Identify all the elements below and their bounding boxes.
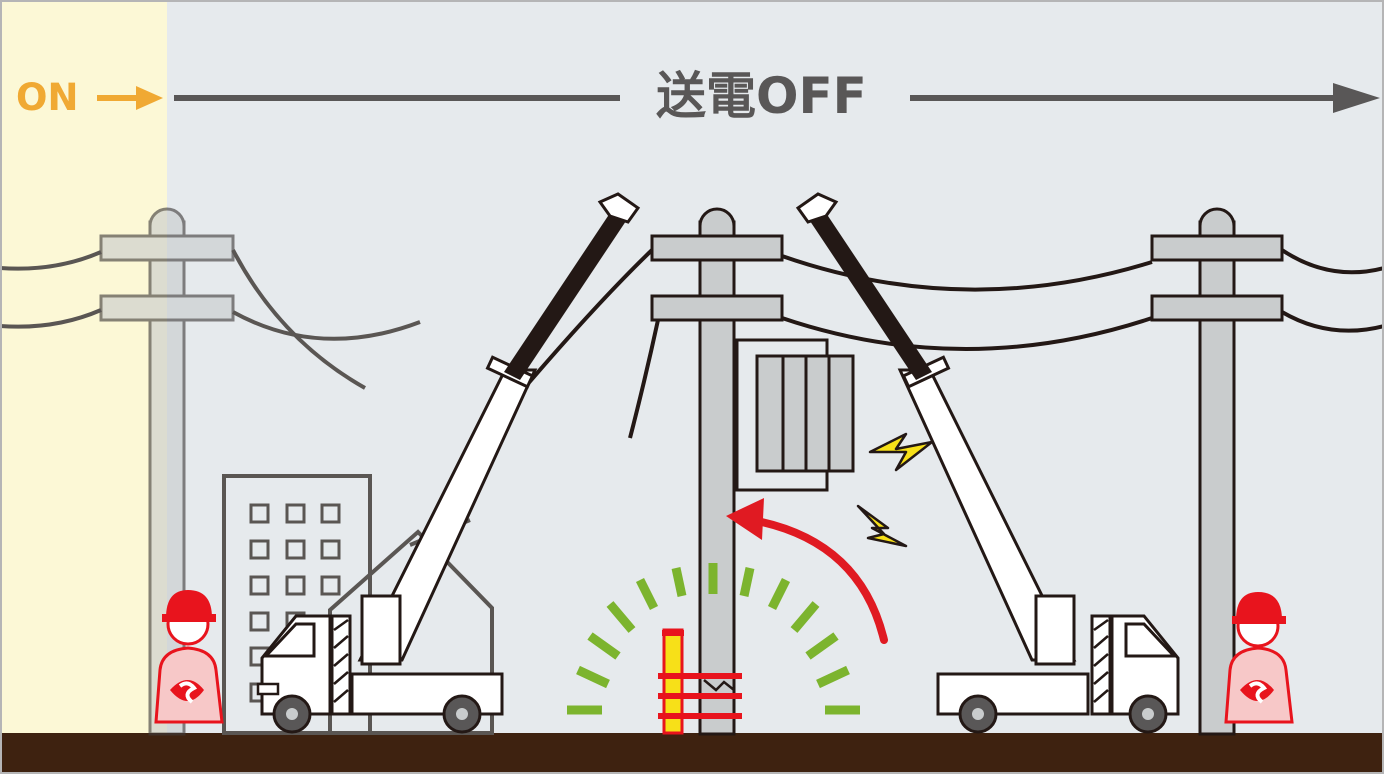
pole-center xyxy=(650,207,784,736)
power-lines-left xyxy=(0,249,421,390)
off-label: 送電OFF xyxy=(656,67,867,125)
ground xyxy=(0,733,1384,774)
bucket-truck-left xyxy=(256,192,641,734)
power-lines-off xyxy=(524,248,1384,439)
worker-helmet-icon xyxy=(154,590,224,724)
pole-crack xyxy=(703,679,735,692)
building xyxy=(222,474,372,735)
on-zone-background xyxy=(0,0,167,740)
bucket-truck-right xyxy=(795,192,1180,734)
pole-right xyxy=(1150,207,1284,736)
pole-left xyxy=(99,207,235,736)
transformer xyxy=(735,338,855,492)
sweep-dashes xyxy=(567,563,860,715)
on-arrow xyxy=(97,86,163,110)
off-arrow-right-segment xyxy=(910,83,1380,113)
red-curved-arrow xyxy=(726,498,888,644)
temporary-pole xyxy=(658,628,742,735)
worker-helmet-icon xyxy=(1224,592,1294,724)
lightning-bolt-icon xyxy=(868,432,934,472)
lightning-bolt-icon xyxy=(856,504,908,548)
on-label: ON xyxy=(16,76,79,119)
